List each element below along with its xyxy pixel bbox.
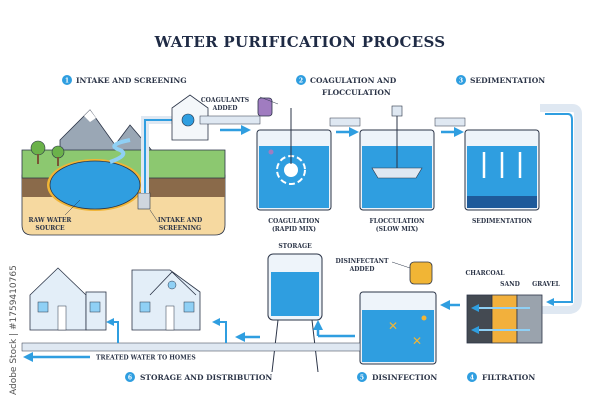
svg-text:SEDIMENTATION: SEDIMENTATION [470,76,545,85]
svg-text:TREATED WATER TO HOMES: TREATED WATER TO HOMES [96,355,196,362]
charcoal-layer [466,294,493,344]
svg-text:4: 4 [470,375,474,382]
svg-text:STORAGE AND DISTRIBUTION: STORAGE AND DISTRIBUTION [140,373,272,382]
svg-text:2: 2 [299,78,303,85]
step-badge [467,372,477,382]
flocculation-tank [359,105,435,211]
rapid-mixer-icon [284,163,298,177]
watermark: Adobe Stock | #1759410765 [9,265,19,395]
step-3-heading: 3 SEDIMENTATION [456,75,545,85]
step-badge [357,372,367,382]
svg-text:(SLOW MIX): (SLOW MIX) [376,226,419,233]
svg-text:INTAKE AND: INTAKE AND [158,217,202,224]
svg-text:GRAVEL: GRAVEL [532,281,561,288]
filtration-unit [440,294,543,344]
top-pipeline [199,104,582,314]
step-badge [125,372,135,382]
svg-text:5: 5 [360,375,364,382]
svg-text:CHARCOAL: CHARCOAL [466,270,506,277]
step-badge [62,75,72,85]
step-1-heading: 1 INTAKE AND SCREENING [62,75,187,85]
svg-text:FILTRATION: FILTRATION [482,373,535,382]
svg-text:FLOCCULATION: FLOCCULATION [322,88,391,97]
bacteria-icon: ✕ [388,319,398,333]
pump-icon [181,113,195,127]
sedimentation-tank [464,129,540,211]
intake-screen [137,192,151,210]
storage-tank [267,253,323,373]
svg-text:DISINFECTANT: DISINFECTANT [336,258,390,265]
coagulation-tank [256,97,332,211]
step-4-heading: 4 FILTRATION [467,372,535,382]
svg-text:SOURCE: SOURCE [35,225,65,232]
svg-text:RAW WATER: RAW WATER [29,217,73,224]
sand-layer [491,294,518,344]
disinfectant-dispenser [409,261,433,285]
house-2 [131,269,201,331]
slow-mixer-paddle [371,167,423,179]
disinfection-tank: ✕ ✕ [359,261,437,365]
svg-text:(RAPID MIX): (RAPID MIX) [272,226,316,233]
page-title: WATER PURIFICATION PROCESS [154,33,446,51]
svg-text:1: 1 [65,78,69,85]
svg-text:COAGULANTS: COAGULANTS [201,97,249,104]
svg-text:COAGULATION AND: COAGULATION AND [310,76,397,85]
svg-text:DISINFECTION: DISINFECTION [372,373,437,382]
coagulant-dispenser [257,97,273,117]
raw-water-source-landscape [21,94,226,236]
svg-text:COAGULATION: COAGULATION [268,218,320,225]
step-6-heading: 6 STORAGE AND DISTRIBUTION [125,372,272,382]
svg-text:INTAKE AND SCREENING: INTAKE AND SCREENING [76,76,187,85]
gravel-layer [516,294,543,344]
step-badge [456,75,466,85]
distribution-pipeline [21,320,361,362]
step-badge [296,75,306,85]
bacteria-icon: ✕ [412,334,422,348]
svg-text:ADDED: ADDED [212,105,238,112]
coagulant-drop-icon [268,149,274,155]
svg-text:6: 6 [128,375,132,382]
disinfectant-drop-icon [421,315,427,321]
house-1 [29,267,107,331]
svg-text:FLOCCULATION: FLOCCULATION [369,218,425,225]
svg-text:STORAGE: STORAGE [278,243,312,250]
svg-text:SCREENING: SCREENING [159,225,201,232]
svg-text:ADDED: ADDED [349,266,375,273]
svg-text:SEDIMENTATION: SEDIMENTATION [472,218,533,225]
step-2-heading: 2 COAGULATION AND FLOCCULATION [296,75,397,97]
step-5-heading: 5 DISINFECTION [357,372,437,382]
svg-text:3: 3 [459,78,463,85]
svg-text:SAND: SAND [500,281,520,288]
